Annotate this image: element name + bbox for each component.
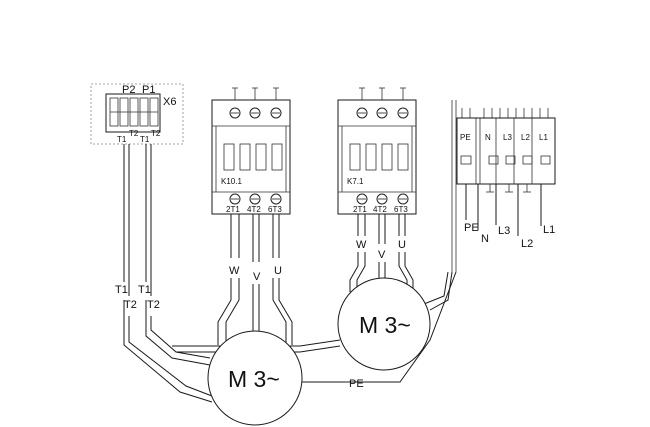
terminal-block-x6: P2 P1 X6 T1 T2 T1 T2 [90, 83, 184, 145]
motor-left: M 3~ [207, 330, 303, 426]
k10-terminal-2t1: 2T1 [226, 205, 240, 214]
supply-wire-n: N [481, 233, 489, 245]
thermal-label-t2-left: T2 [124, 299, 137, 311]
k10-terminal-6t3: 6T3 [268, 205, 282, 214]
supply-terminal-pe: PE [460, 133, 471, 142]
k10-body [211, 99, 291, 215]
x6-label-p2: P2 [122, 84, 135, 96]
x6-label: X6 [163, 96, 176, 108]
x6-label-t1a: T1 [117, 135, 127, 144]
k7-terminal-4t2: 4T2 [373, 205, 387, 214]
pe-wire-label: PE [349, 378, 364, 390]
supply-wire-l2: L2 [521, 238, 533, 250]
supply-terminal-l2: L2 [521, 133, 530, 142]
contactor-k7-1: K7.1 2T1 4T2 6T3 [337, 87, 417, 215]
k10-supply-stubs [232, 87, 279, 100]
x6-label-t1b: T1 [140, 135, 150, 144]
supply-terminal-l1: L1 [539, 133, 548, 142]
motor-left-body [207, 330, 303, 426]
x6-label-p1: P1 [142, 84, 155, 96]
k10-terminal-4t2: 4T2 [247, 205, 261, 214]
supply-stubs [461, 108, 549, 118]
k10-phase-v: V [253, 271, 261, 283]
k10-phase-u: U [274, 265, 282, 277]
supply-wire-l1: L1 [543, 224, 555, 236]
thermal-label-t2-right: T2 [147, 299, 160, 311]
motor-left-label: M 3~ [228, 366, 280, 392]
motor-right-label: M 3~ [359, 312, 411, 338]
contactor-k10-1: K10.1 2T1 4T2 6T3 [211, 87, 291, 215]
x6-outline [90, 83, 184, 145]
k10-phase-w: W [229, 265, 240, 277]
motor-right-body [337, 277, 431, 371]
thermal-label-t1-left: T1 [115, 284, 128, 296]
x6-label-t2a: T2 [129, 129, 139, 138]
k10-motor-wires: W V U [217, 214, 293, 345]
supply-terminal-n: N [485, 133, 491, 142]
k7-terminal-6t3: 6T3 [394, 205, 408, 214]
k7-supply-stubs [359, 87, 406, 100]
k7-phase-u: U [398, 239, 406, 251]
thermal-wires: T1 T1 T2 T2 [115, 144, 213, 403]
pe-wire: PE [300, 271, 457, 390]
k7-phase-v: V [378, 249, 386, 261]
supply-wire-l3: L3 [498, 225, 510, 237]
k7-terminal-2t1: 2T1 [353, 205, 367, 214]
supply-terminal-l3: L3 [503, 133, 512, 142]
supply-wire-pe: PE [464, 222, 479, 234]
supply-terminal-block: PE N L3 L2 L1 PE N L3 L2 L1 [451, 100, 556, 272]
x6-label-t2b: T2 [151, 129, 161, 138]
k7-phase-w: W [356, 239, 367, 251]
motor-right: M 3~ [337, 277, 431, 371]
k10-label: K10.1 [221, 177, 242, 186]
k7-label: K7.1 [347, 177, 364, 186]
thermal-label-t1-right: T1 [138, 284, 151, 296]
supply-block-body [456, 117, 556, 185]
x6-terminals [109, 97, 159, 127]
